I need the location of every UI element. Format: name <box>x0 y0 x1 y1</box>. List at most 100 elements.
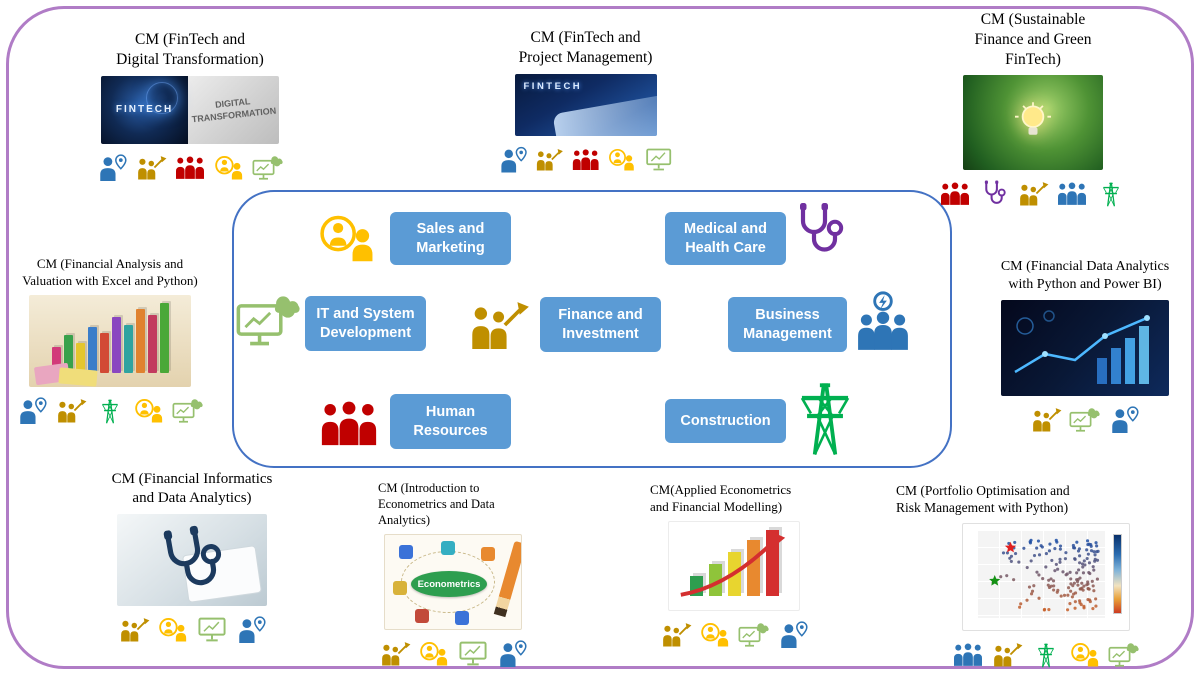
bar-graphic <box>63 335 73 374</box>
digital-transformation-image-panel: DIGITAL TRANSFORMATION <box>188 75 279 144</box>
outer-border <box>6 6 1194 669</box>
diagram-node <box>399 545 413 559</box>
bar-graphic <box>111 317 121 374</box>
stethoscope-icon <box>793 199 845 261</box>
sector-sales-marketing: Sales and Marketing <box>390 212 511 265</box>
customers-icon <box>213 154 245 181</box>
fintech-image-label: FINTECH <box>115 104 174 116</box>
module-title: CM(Applied Econometrics and Financial Mo… <box>650 482 792 514</box>
people-group-icon <box>571 146 600 173</box>
module-intro-econometrics: CM (Introduction to Econometrics and Dat… <box>378 480 528 667</box>
module-image-green-fintech <box>963 75 1103 171</box>
module-image-applied-econometrics <box>668 521 800 612</box>
computer-cloud-icon <box>252 154 284 181</box>
module-title: CM (Financial Analysis and Valuation wit… <box>22 256 198 288</box>
people-growth-icon <box>379 640 411 667</box>
computer-cloud-icon <box>1108 641 1140 668</box>
module-title: CM (Portfolio Optimisation and Risk Mana… <box>896 483 1070 516</box>
module-title: CM (Financial Informatics and Data Analy… <box>111 471 273 507</box>
pencil-icon <box>493 540 521 618</box>
monitor-icon <box>196 616 228 643</box>
diagram-node <box>393 581 407 595</box>
sector-business-management: Business Management <box>728 297 847 352</box>
computer-cloud-icon <box>1069 406 1101 433</box>
power-tower-icon <box>789 375 861 457</box>
people-group-icon <box>318 398 380 448</box>
bar-graphic <box>135 309 145 374</box>
module-title: CM (Introduction to Econometrics and Dat… <box>378 481 495 527</box>
module-image-financial-informatics <box>117 514 267 607</box>
module-financial-informatics: CM (Financial Informatics and Data Analy… <box>88 470 296 644</box>
people-group-icon <box>939 180 971 207</box>
customers-icon <box>607 146 636 173</box>
people-growth-icon <box>55 397 87 424</box>
module-applied-econometrics: CM(Applied Econometrics and Financial Mo… <box>650 482 818 649</box>
module-portfolio-optimisation: CM (Portfolio Optimisation and Risk Mana… <box>896 482 1196 668</box>
bar-graphic <box>123 325 133 374</box>
person-pin-icon <box>498 146 527 173</box>
power-tower-icon <box>1030 641 1062 668</box>
module-icon-strip <box>6 394 214 425</box>
globe-icon <box>146 81 179 114</box>
module-image-fintech-project: FINTECH <box>514 73 657 136</box>
module-financial-data-analytics: CM (Financial Data Analytics with Python… <box>978 258 1192 433</box>
customers-icon <box>699 621 731 648</box>
module-image-portfolio <box>962 522 1130 631</box>
customers-icon <box>157 616 189 643</box>
lightbulb-icon <box>1015 102 1051 135</box>
person-pin-icon <box>96 154 128 181</box>
module-fintech-digital: CM (FinTech and Digital Transformation) … <box>88 30 292 181</box>
bar-graphic <box>87 327 97 374</box>
scatter-plot <box>977 529 1105 618</box>
power-tower-icon <box>94 397 126 424</box>
people-growth-icon <box>991 641 1023 668</box>
module-title: CM (FinTech and Digital Transformation) <box>116 31 264 68</box>
sector-finance-investment: Finance and Investment <box>540 297 661 352</box>
people-group-icon <box>174 154 206 181</box>
sector-medical-health-care: Medical and Health Care <box>665 212 786 265</box>
module-image-fintech-digital: FINTECH DIGITAL TRANSFORMATION <box>101 75 279 144</box>
person-pin-icon <box>777 621 809 649</box>
bar-graphic <box>99 333 109 374</box>
diagram-node <box>415 609 429 623</box>
people-group-icon <box>1056 180 1088 207</box>
module-title: CM (FinTech and Project Management) <box>518 29 653 66</box>
bar-graphic <box>159 303 169 374</box>
sector-it-system-development: IT and System Development <box>305 296 426 351</box>
diagram-node <box>441 541 455 555</box>
module-icon-strip <box>88 151 292 181</box>
digital-transformation-label: DIGITAL TRANSFORMATION <box>191 96 277 125</box>
people-growth-icon <box>1030 406 1062 433</box>
monitor-icon <box>457 640 489 667</box>
analytics-chart-graphic <box>1014 310 1150 384</box>
growth-arrow-graphic <box>680 530 786 598</box>
module-icon-strip <box>498 143 673 173</box>
module-fintech-project: CM (FinTech and Project Management) FINT… <box>498 28 673 173</box>
sticky-note <box>58 367 98 387</box>
people-growth-icon <box>534 146 564 173</box>
computer-cloud-icon <box>738 621 770 648</box>
person-pin-icon <box>496 640 528 667</box>
people-growth-icon <box>118 616 150 643</box>
module-title: CM (Financial Data Analytics with Python… <box>1000 259 1170 292</box>
people-growth-icon <box>135 154 167 181</box>
person-pin-icon <box>235 616 267 644</box>
power-tower-icon <box>1095 180 1127 207</box>
monitor-icon <box>644 146 673 173</box>
people-growth-icon <box>660 621 692 648</box>
bar-graphic <box>51 347 61 374</box>
module-icon-strip <box>650 618 818 649</box>
stethoscope-icon <box>978 180 1010 207</box>
bar-graphic <box>746 540 760 597</box>
sector-construction: Construction <box>665 399 786 443</box>
module-icon-strip <box>938 177 1128 207</box>
module-image-intro-econometrics: Econometrics <box>384 534 522 630</box>
people-growth-icon <box>1017 180 1049 207</box>
customers-icon <box>133 397 165 424</box>
person-pin-icon <box>1108 406 1140 433</box>
customers-icon <box>316 213 378 263</box>
computer-cloud-icon <box>236 291 302 349</box>
module-image-financial-analysis <box>29 295 191 388</box>
module-title: CM (Sustainable Finance and Green FinTec… <box>974 11 1092 68</box>
module-icon-strip <box>978 403 1192 433</box>
